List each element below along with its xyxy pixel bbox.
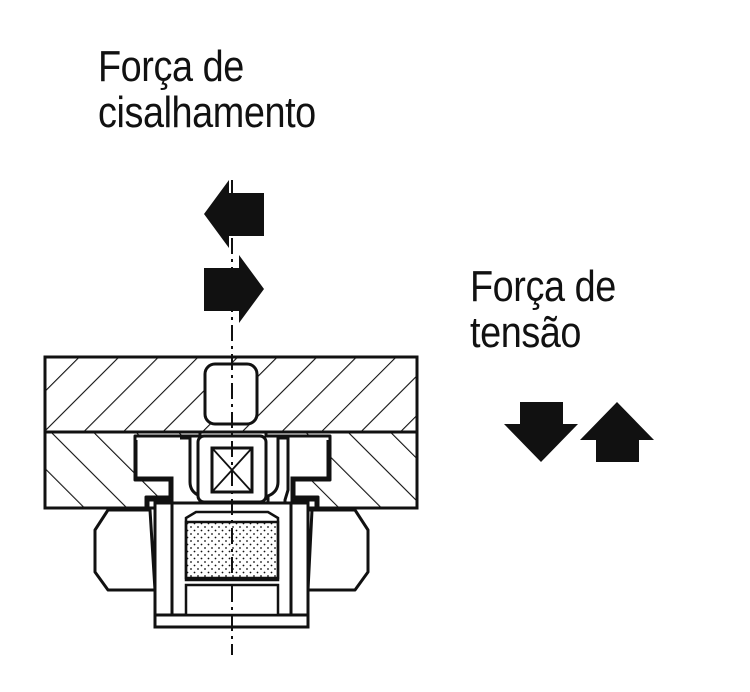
shear-force-label-line2: cisalhamento bbox=[98, 88, 316, 137]
arrow-left-icon bbox=[204, 180, 264, 248]
arrow-up-icon bbox=[580, 402, 654, 462]
tension-force-label-line1: Força de bbox=[470, 262, 616, 311]
arrow-right-icon bbox=[204, 255, 264, 323]
shear-force-label-line1: Força de bbox=[98, 42, 244, 91]
tension-force-label-line2: tensão bbox=[470, 308, 582, 357]
shear-force-label: Força de cisalhamento bbox=[98, 44, 316, 136]
tension-force-label: Força de tensão bbox=[470, 264, 616, 356]
arrow-down-icon bbox=[504, 402, 578, 462]
